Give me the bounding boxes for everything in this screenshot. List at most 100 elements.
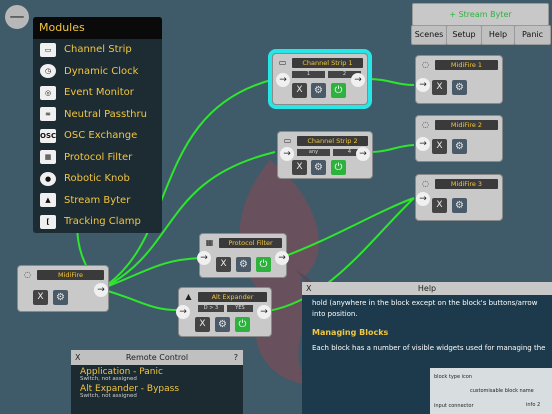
scenes-button[interactable]: Scenes <box>411 25 447 45</box>
module-tracking-clamp[interactable]: [ Tracking Clamp <box>33 211 162 233</box>
midifire-2-block[interactable]: ◌ MidiFire 2 X ⚙ → <box>415 115 503 162</box>
module-label: Dynamic Clock <box>64 65 139 77</box>
output-arrow-icon[interactable]: → <box>257 305 271 319</box>
midifire-input-block[interactable]: ◌ MidiFire X ⚙ → <box>17 265 109 312</box>
midi-port-icon: ◌ <box>422 120 429 129</box>
delete-button[interactable]: X <box>33 290 48 305</box>
output-arrow-icon[interactable]: → <box>351 73 365 87</box>
remote-item[interactable]: Application - Panic Switch, not assigned <box>71 367 243 382</box>
settings-gear-icon[interactable]: ⚙ <box>452 80 467 95</box>
help-title: Help <box>417 284 437 293</box>
midi-port-icon: ◌ <box>422 179 429 188</box>
delete-button[interactable]: X <box>195 317 210 332</box>
remote-item-sub: Switch, not assigned <box>80 376 137 382</box>
stream-icon: ▲ <box>40 193 56 208</box>
module-label: Tracking Clamp <box>64 216 141 228</box>
input-arrow-icon[interactable]: → <box>197 251 211 265</box>
remote-title: Remote Control <box>125 353 189 362</box>
stream-icon: ▲ <box>185 292 192 301</box>
module-protocol-filter[interactable]: ▦ Protocol Filter <box>33 147 162 169</box>
help-button[interactable]: Help <box>481 25 515 45</box>
remote-control-panel: X Remote Control ? Application - Panic S… <box>71 350 243 414</box>
grid-icon: ▦ <box>40 150 56 165</box>
module-dynamic-clock[interactable]: ◷ Dynamic Clock <box>33 61 162 83</box>
delete-button[interactable]: X <box>292 160 307 175</box>
output-arrow-icon[interactable]: → <box>356 147 370 161</box>
settings-gear-icon[interactable]: ⚙ <box>53 290 68 305</box>
remote-item[interactable]: Alt Expander - Bypass Switch, not assign… <box>71 384 243 399</box>
help-titlebar: X Help <box>302 282 552 295</box>
delete-button[interactable]: X <box>432 80 447 95</box>
param-1[interactable]: D > 3 <box>198 305 224 312</box>
module-stream-byter[interactable]: ▲ Stream Byter <box>33 190 162 212</box>
channel-strip-2-block[interactable]: ▭ Channel Strip 2 any 4 X ⚙ ⏻ → → <box>277 131 373 179</box>
module-robotic-knob[interactable]: ● Robotic Knob <box>33 168 162 190</box>
input-arrow-icon[interactable]: → <box>416 137 430 151</box>
tv-icon: ▭ <box>40 42 56 57</box>
settings-gear-icon[interactable]: ⚙ <box>215 317 230 332</box>
block-title: MidiFire <box>37 270 104 280</box>
input-arrow-icon[interactable]: → <box>176 305 190 319</box>
input-arrow-icon[interactable]: → <box>416 78 430 92</box>
power-button[interactable]: ⏻ <box>235 317 250 332</box>
param-2[interactable]: YES <box>227 305 253 312</box>
block-title: MidiFire 3 <box>435 179 498 189</box>
delete-button[interactable]: X <box>432 139 447 154</box>
alt-expander-block[interactable]: ▲ Alt Expander D > 3 YES X ⚙ ⏻ → → <box>176 287 272 337</box>
delete-button[interactable]: X <box>432 198 447 213</box>
output-arrow-icon[interactable]: → <box>94 283 108 297</box>
channel-strip-1-block[interactable]: ▭ Channel Strip 1 1 2 X ⚙ ⏻ → → <box>268 49 372 109</box>
close-icon[interactable]: X <box>306 284 312 293</box>
param-2[interactable]: 4 <box>333 149 366 156</box>
input-arrow-icon[interactable]: → <box>416 192 430 206</box>
midifire-1-block[interactable]: ◌ MidiFire 1 X ⚙ → <box>415 55 503 104</box>
input-arrow-icon[interactable]: → <box>276 73 290 87</box>
module-neutral-passthru[interactable]: ∞ Neutral Passthru <box>33 104 162 126</box>
midi-port-icon: ◌ <box>422 60 429 69</box>
power-button[interactable]: ⏻ <box>331 160 346 175</box>
settings-gear-icon[interactable]: ⚙ <box>236 257 251 272</box>
block-title: MidiFire 1 <box>435 60 498 70</box>
setup-button[interactable]: Setup <box>446 25 482 45</box>
help-diagram: block type icon customisable block name … <box>430 368 552 414</box>
diagram-label: block type icon <box>434 374 472 380</box>
settings-gear-icon[interactable]: ⚙ <box>452 198 467 213</box>
diagram-label: input connector <box>434 403 474 409</box>
monitor-icon: ◎ <box>40 85 56 100</box>
panic-button[interactable]: Panic <box>514 25 551 45</box>
module-event-monitor[interactable]: ◎ Event Monitor <box>33 82 162 104</box>
settings-gear-icon[interactable]: ⚙ <box>311 83 326 98</box>
delete-button[interactable]: X <box>216 257 231 272</box>
module-osc-exchange[interactable]: OSC OSC Exchange <box>33 125 162 147</box>
menu-button[interactable]: — <box>5 5 29 29</box>
param-1[interactable]: any <box>297 149 330 156</box>
module-label: OSC Exchange <box>64 130 138 142</box>
help-text: into position. <box>312 310 358 318</box>
power-button[interactable]: ⏻ <box>331 83 346 98</box>
block-title: Channel Strip 1 <box>292 58 363 68</box>
input-arrow-icon[interactable]: → <box>280 147 294 161</box>
module-label: Protocol Filter <box>64 151 133 163</box>
help-text: Each block has a number of visible widge… <box>312 344 546 352</box>
remote-item-label: Application - Panic <box>80 367 163 377</box>
delete-button[interactable]: X <box>292 83 307 98</box>
midifire-3-block[interactable]: ◌ MidiFire 3 X ⚙ → <box>415 174 503 221</box>
add-stream-byter-button[interactable]: + Stream Byter <box>412 3 549 26</box>
close-icon[interactable]: X <box>75 353 81 362</box>
power-button[interactable]: ⏻ <box>256 257 271 272</box>
settings-gear-icon[interactable]: ⚙ <box>452 139 467 154</box>
settings-gear-icon[interactable]: ⚙ <box>311 160 326 175</box>
param-1[interactable]: 1 <box>292 71 325 78</box>
module-label: Event Monitor <box>64 87 134 99</box>
help-icon[interactable]: ? <box>233 353 238 362</box>
diagram-label: info 2 <box>526 402 541 408</box>
module-channel-strip[interactable]: ▭ Channel Strip <box>33 39 162 61</box>
help-panel: X Help hold (anywhere in the block excep… <box>302 282 552 414</box>
protocol-filter-block[interactable]: ▦ Protocol Filter X ⚙ ⏻ → → <box>197 233 289 278</box>
param-2[interactable]: 2 <box>328 71 361 78</box>
block-title: Protocol Filter <box>219 238 282 248</box>
output-arrow-icon[interactable]: → <box>275 251 289 265</box>
osc-icon: OSC <box>40 128 56 143</box>
